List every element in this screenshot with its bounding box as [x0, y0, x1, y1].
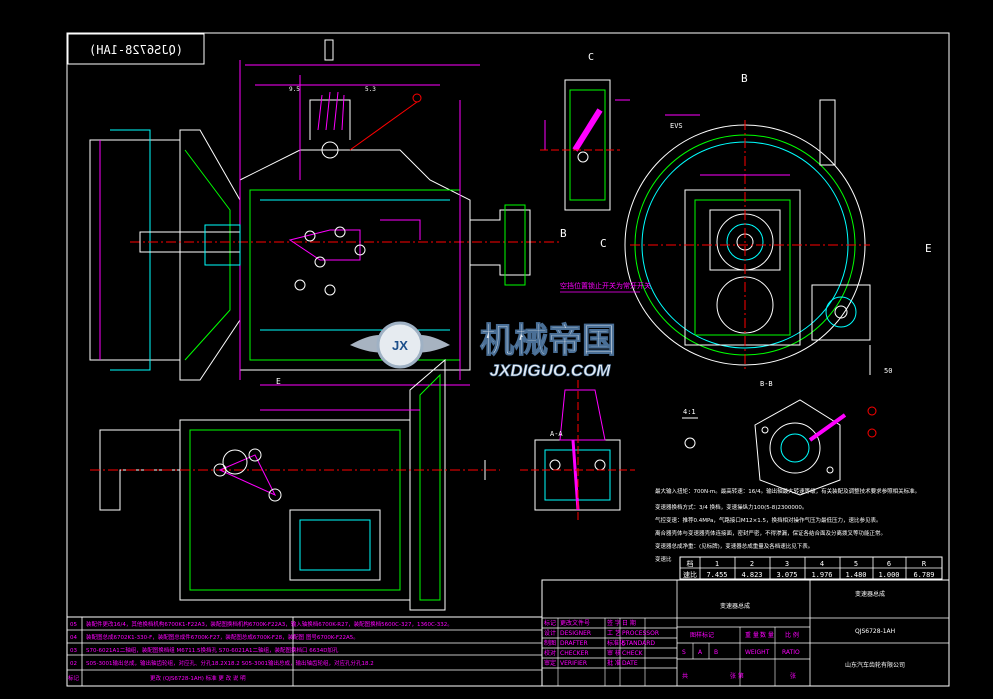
section-label-e-right: E [925, 242, 932, 255]
title-row-mark: VERIFIER [560, 660, 587, 667]
drawing-name: 变速器总成 [720, 602, 750, 610]
title-row-date: STANDARD [622, 640, 655, 647]
callout-note: 空挡位置锁止开关为常开开关 [560, 281, 651, 290]
change-mark: 03 [70, 648, 77, 654]
bottom-top-view [90, 358, 500, 611]
ratio-table: 档 1 2 3 4 5 6 R 速比 7.455 4.823 3.075 1.9… [679, 556, 943, 580]
ratio-value: 速比 [683, 570, 697, 579]
ratio-value: 4.823 [741, 571, 762, 579]
sheet-label: 共 [682, 672, 688, 680]
title-row-label: 设计 [544, 629, 556, 637]
scale-en: RATIO [782, 649, 800, 656]
change-mark: 05 [70, 622, 77, 628]
section-label-c-mid: C [600, 237, 607, 250]
weight-label: 数 量 [760, 631, 774, 639]
title-row-date: DATE [622, 660, 638, 667]
weight-en: WEIGHT [745, 649, 770, 656]
change-table: 05 装配件更改16/4，其他换档机构6700K1-F22A3，装配图换档机构6… [66, 616, 543, 687]
change-text: S05-3001输出总成，输出轴齿轮组，对应孔、分孔18.2X18.2 S05-… [86, 659, 374, 667]
note-line: 变速器总成净重：(见标牌)，变速器总成重量及各档速比见下表。 [655, 542, 813, 550]
title-row-date: PROCESSOR [622, 630, 659, 637]
ratio-header: R [922, 560, 927, 568]
title-row-sign: 标准化 [607, 639, 625, 647]
ratio-header: 档 [687, 559, 694, 568]
note-line: 变速比 [655, 555, 672, 563]
note-line: 离合器壳体与变速器壳体连接面，密封严密，不得渗漏，保证各结合面及分离拨叉等功能正… [655, 529, 886, 537]
title-row-label: 标记 [544, 619, 556, 627]
change-text: 更改 (QJS6728-1AH) 标准 更 改 说 明 [150, 674, 246, 682]
title-row-sign: 工 艺 [607, 629, 621, 637]
title-row-sign: 签 字 [607, 619, 621, 627]
title-row-label: 制图 [544, 639, 556, 647]
technical-notes: 最大输入扭矩：700N·m。最高转速：16/4。输出轴最大转速等级，有关装配及调… [655, 487, 920, 563]
change-text: 装配件更改16/4，其他换档机构6700K1-F22A3，装配图换档机构6700… [86, 620, 453, 628]
ratio-value: 3.075 [776, 571, 797, 579]
ratio-header: 6 [887, 560, 891, 568]
ratio-header: 5 [854, 560, 858, 568]
title-row-date: 日 期 [622, 619, 636, 627]
title-row-label: 校对 [544, 649, 556, 657]
dim-53: 5.3 [365, 86, 376, 93]
ratio-header: 4 [820, 560, 824, 568]
detail-scale: 4:1 [683, 408, 696, 416]
sheet-end: 张 [790, 672, 796, 680]
section-c-view [540, 79, 630, 211]
drawing-number: QJS6728-1AH [855, 628, 895, 635]
section-label-bb: B-B [760, 380, 773, 388]
qty-label: 重 量 [745, 631, 759, 639]
front-end-view [624, 99, 871, 375]
title-row-sign: 批 准 [607, 659, 621, 667]
section-label-aa: A-A [550, 430, 563, 438]
ratio-value: 1.976 [811, 571, 832, 579]
watermark-brand: 机械帝国 [480, 321, 616, 361]
title-row-date: CHECK [622, 650, 644, 657]
company-name: 山东汽车齿轮有限公司 [845, 661, 905, 669]
stage-letter: S [682, 649, 686, 656]
section-label-b-mid: B [560, 227, 567, 240]
title-row-mark: DESIGNER [560, 630, 591, 637]
ratio-header: 1 [715, 560, 719, 568]
title-row-mark: 更改文件号 [560, 619, 590, 627]
main-side-view [89, 39, 560, 386]
ratio-header: 2 [750, 560, 754, 568]
ratio-value: 1.480 [845, 571, 866, 579]
stage-letter: B [714, 649, 718, 656]
change-mark: 04 [70, 635, 77, 641]
section-aa-view [520, 380, 877, 520]
dim-50: 50 [884, 367, 892, 375]
change-text: 装配图总成6702K1-330-F，装配图总成件6700K-F27，装配图总成6… [86, 633, 359, 641]
section-label-e-left: E [276, 377, 281, 386]
dim-95: 9.5 [289, 86, 300, 93]
change-mark: 02 [70, 661, 77, 667]
title-row-mark: CHECKER [560, 650, 589, 657]
title-row-sign: 审 核 [607, 649, 621, 657]
note-line: 气控变速：推荐0.4MPa，气路接口M12×1.5，换挡相对操作气压为最低压力，… [655, 516, 882, 524]
watermark: JX 机械帝国 JXDIGUO.COM [350, 321, 617, 380]
ratio-value: 7.455 [706, 571, 727, 579]
ratio-header: 3 [785, 560, 789, 568]
change-mark: 标记 [68, 674, 80, 682]
title-row-label: 审定 [544, 659, 556, 667]
drawing-number-top: 变速器总成 [855, 590, 885, 598]
stage-letter: A [698, 649, 703, 656]
section-label-c-top: C [588, 52, 594, 63]
note-line: 变速器换档方式：3/4 换档，变速操纵力100(5-8)2300000。 [655, 503, 807, 511]
title-row-mark: DRAFTER [560, 640, 588, 647]
ratio-value: 6.789 [913, 571, 934, 579]
ratio-value: 1.000 [878, 571, 899, 579]
mirrored-title: (QJS6728-1AH) [89, 43, 183, 57]
note-line: 最大输入扭矩：700N·m。最高转速：16/4。输出轴最大转速等级，有关装配及调… [655, 487, 920, 495]
change-text: S70-6021A1二轴组，装配图换档组 M6711.5换挡孔 S70-6021… [86, 646, 339, 654]
stage-label: 图样标记 [690, 631, 714, 639]
dim-evs: EVS [670, 122, 683, 130]
mirrored-title-box: (QJS6728-1AH) [67, 33, 205, 65]
sheet-of: 张 第 [730, 672, 744, 680]
section-label-b-top: B [741, 72, 748, 85]
scale-label: 比 例 [785, 631, 799, 639]
logo-letters: JX [392, 338, 408, 353]
title-block: 标记 更改文件号 签 字 日 期 设计 DESIGNER 工 艺 PROCESS… [541, 579, 950, 687]
watermark-url: JXDIGUO.COM [490, 361, 612, 380]
